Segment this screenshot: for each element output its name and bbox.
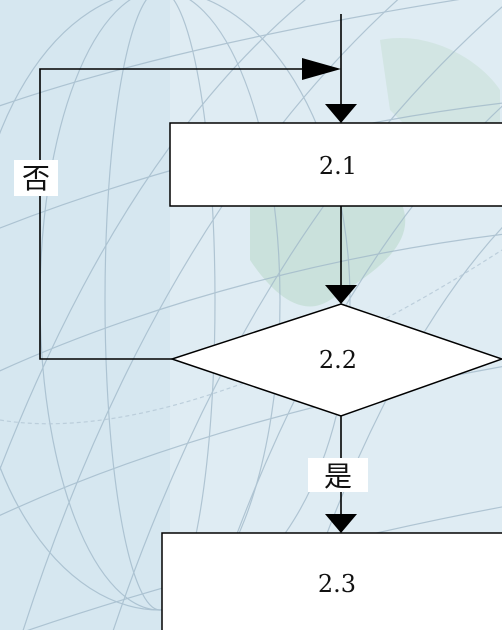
edge-label-no-bg: [14, 160, 58, 196]
edge-label-no-text: 否: [22, 162, 50, 195]
process-box-2-1[interactable]: 2.1: [169, 122, 502, 207]
process-box-2-3-label: 2.3: [318, 570, 356, 598]
process-box-2-3[interactable]: 2.3: [161, 532, 502, 630]
entry-arrowhead: [325, 104, 357, 123]
process-box-2-1-label: 2.1: [319, 152, 357, 180]
decision-diamond-2-2[interactable]: 2.2: [169, 303, 502, 417]
loop-arrowhead: [302, 58, 341, 80]
edge-label-yes-text: 是: [324, 460, 352, 493]
edge-label-no: 否: [14, 160, 58, 196]
edge-label-yes-bg: [308, 458, 368, 492]
decision-arrowhead: [325, 285, 357, 304]
decision-diamond-shape: [169, 303, 502, 417]
decision-diamond-label: 2.2: [319, 346, 357, 374]
no-loop-line: [39, 68, 302, 360]
process-box-2-1-shape: [169, 122, 502, 207]
edge-label-yes: 是: [308, 458, 368, 493]
process-box-2-3-shape: [161, 532, 502, 630]
step3-arrowhead: [325, 514, 357, 533]
